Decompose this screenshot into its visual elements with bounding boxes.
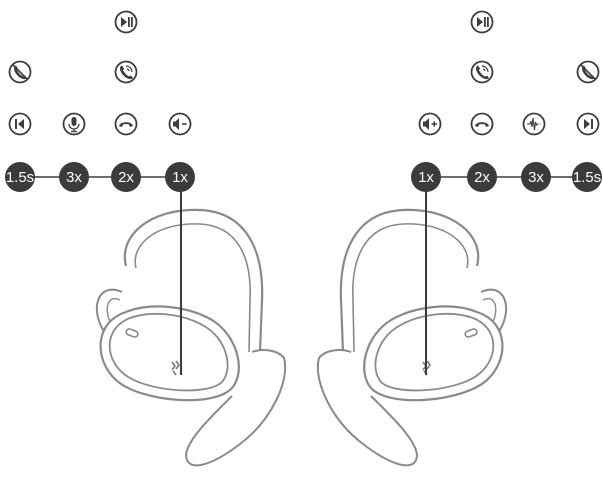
microphone-icon	[62, 112, 86, 136]
left-tap-1-5s-badge: 1.5s	[5, 162, 35, 192]
left-tap-2x-badge: 2x	[111, 162, 141, 192]
right-tap-row: 1x 2x 3x 1.5s	[411, 162, 602, 192]
right-tap-label: 2x	[474, 169, 490, 186]
right-tap-1-5s-badge: 1.5s	[572, 162, 602, 192]
right-icon-grid	[420, 10, 600, 136]
play-pause-icon	[470, 10, 494, 34]
left-tap-label: 1x	[172, 169, 188, 186]
left-tap-1x-badge: 1x	[165, 162, 195, 192]
right-tap-label: 3x	[528, 169, 544, 186]
left-tap-row: 1.5s 3x 2x 1x	[5, 162, 195, 192]
right-earbud	[316, 208, 508, 467]
right-tap-3x-badge: 3x	[521, 162, 551, 192]
left-tap-label: 1.5s	[6, 169, 34, 186]
right-tap-label: 1.5s	[573, 169, 601, 186]
right-tap-label: 1x	[418, 169, 434, 186]
reject-call-icon	[578, 62, 599, 83]
hang-up-icon	[114, 112, 138, 136]
volume-down-icon	[170, 114, 191, 135]
reject-call-icon	[10, 62, 31, 83]
next-track-icon	[576, 112, 600, 136]
right-tap-1x-badge: 1x	[411, 162, 441, 192]
hang-up-icon	[470, 112, 494, 136]
play-pause-icon	[114, 10, 138, 34]
right-tap-2x-badge: 2x	[467, 162, 497, 192]
previous-track-icon	[8, 112, 32, 136]
answer-call-icon	[116, 62, 137, 83]
answer-call-icon	[472, 62, 493, 83]
volume-up-icon	[420, 114, 441, 135]
left-tap-3x-badge: 3x	[59, 162, 89, 192]
left-icon-grid	[8, 10, 191, 136]
left-earbud	[95, 208, 287, 467]
left-tap-label: 2x	[118, 169, 134, 186]
noise-cancel-icon	[522, 112, 546, 136]
left-tap-label: 3x	[66, 169, 82, 186]
